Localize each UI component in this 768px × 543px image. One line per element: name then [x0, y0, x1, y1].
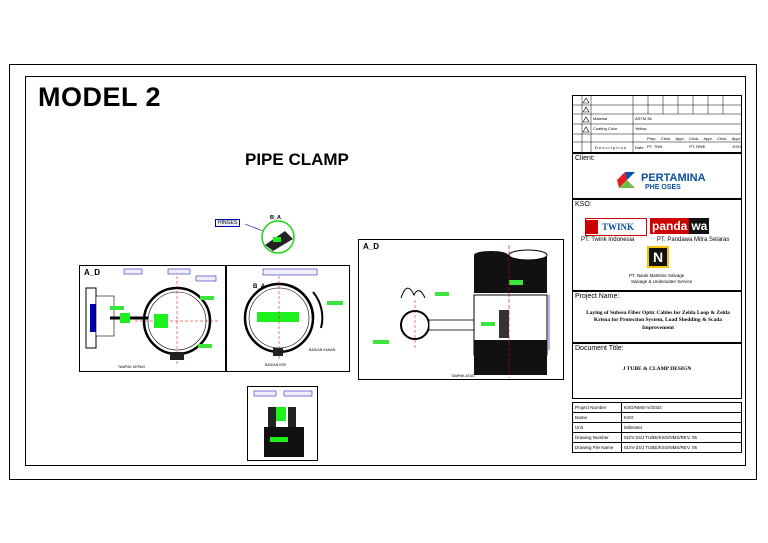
client-block: Client: PERTAMINA PHE OSES [572, 153, 742, 199]
tampak-atas-label: TAMPAK ATAS [451, 374, 475, 378]
view-ad-right: A_D TAMPAK ATAS [358, 239, 564, 380]
view-ad-left: A_D TAMPAK DEPAN [79, 265, 226, 372]
drawing-outer-frame [9, 64, 757, 480]
clamp-front-drawing [85, 268, 220, 366]
revision-block: Material ASTM 36 Coating Color Yellow D … [572, 95, 742, 153]
approval-group-2: PT. RWE [689, 144, 706, 149]
kso-heading: KSO: [575, 201, 592, 208]
info-value: 01/IV-24/J TUBE/KSO/NMS/REV. 05 [621, 442, 742, 453]
info-label: Drawing File Name [572, 442, 622, 453]
bagian-kiri-label: BAGIAN KIRI [265, 363, 287, 367]
pandawa-logo-text-b: wa [689, 218, 710, 234]
project-text: Laying of Subsea Fiber Optic Cables for … [586, 310, 730, 331]
client-name: PERTAMINA [641, 172, 706, 184]
approval-prep: Prep. [647, 136, 657, 141]
view-ba-mid: B_A BAGIAN KANAN BAGIAN KIRI [226, 265, 350, 372]
info-label: Project Number [572, 402, 622, 413]
info-value: Milimeter [621, 422, 742, 433]
material-label: Material [593, 116, 608, 121]
kso-block: KSO: TWINK panda wa PT. Twink Indonesia … [572, 199, 742, 291]
client-sub: PHE OSES [645, 184, 681, 191]
tampak-depan-label: TAMPAK DEPAN [118, 365, 145, 369]
info-label: Unit [572, 422, 622, 433]
kso-company-3-line2: Salvage & Underwater Service [631, 279, 693, 284]
table-row: Drawing File Name 01/IV-24/J TUBE/KSO/NM… [572, 442, 742, 453]
twink-mark-icon [586, 220, 598, 234]
info-label: Name [572, 412, 622, 423]
nauki-logo-icon: N [647, 246, 669, 268]
table-row: Project Number KSO/NMS-IV/2024 [572, 402, 742, 413]
info-value: 01/IV-24/J TUBE/KSO/NMS/REV. 05 [621, 432, 742, 443]
ba-top-label: B_A [270, 215, 282, 221]
approval-chck-3: Chck. [717, 136, 728, 141]
approval-chck-2: Chck. [688, 136, 700, 141]
bagian-kanan-label: BAGIAN KANAN [309, 348, 336, 352]
document-heading: Document Title: [575, 345, 624, 352]
drawing-inner-frame [25, 76, 746, 466]
pandawa-logo-text-a: panda [650, 218, 690, 234]
kso-company-3-line1: PT. Nauki Maritime Salvage [629, 273, 685, 278]
jtube-clamp-drawing [373, 245, 550, 378]
view-bottom-detail [247, 386, 318, 461]
drawing-title: PIPE CLAMP [245, 150, 349, 169]
approval-appr-2: Appr. [703, 136, 713, 141]
clamp-side-drawing [243, 268, 343, 361]
info-table: Project Number KSO/NMS-IV/2024 Name KSO … [572, 402, 742, 453]
hinge-detail: HINGES B_A [215, 215, 305, 267]
approval-row: Prep. Chck. Appr. Chck. Appr. Chck. Appr… [647, 136, 741, 141]
bottom-detail-drawing [253, 390, 313, 457]
info-value: KSO/NMS-IV/2024 [621, 402, 742, 413]
hinge-detail-drawing [244, 220, 295, 254]
document-block: Document Title: J TUBE & CLAMP DESIGN [572, 343, 742, 399]
info-table-block: Project Number KSO/NMS-IV/2024 Name KSO … [572, 402, 742, 460]
coating-value: Yellow [635, 126, 647, 131]
kso-company-1: PT. Twink Indonesia [581, 237, 635, 243]
material-value: ASTM 36 [635, 116, 652, 121]
description-label: D e s c r i p t i o n [595, 145, 627, 150]
twink-logo: TWINK [585, 218, 647, 236]
coating-label: Coating Color [593, 126, 618, 131]
table-row: Unit Milimeter [572, 422, 742, 433]
approval-group-3: KSO [732, 144, 741, 149]
ba-mid-label: B_A [253, 284, 266, 290]
table-row: Drawing Number 01/IV-24/J TUBE/KSO/NMS/R… [572, 432, 742, 443]
project-block: Project Name: Laying of Subsea Fiber Opt… [572, 291, 742, 343]
ad-left-label: A_D [84, 268, 101, 277]
approval-chck-1: Chck. [660, 136, 672, 141]
pandawa-logo: panda wa [650, 218, 710, 234]
approval-appr-1: Appr. [675, 136, 685, 141]
model-label: MODEL 2 [38, 82, 162, 112]
kso-company-2: PT. Pandawa Mitra Selaras [657, 237, 730, 243]
info-label: Drawing Number [572, 432, 622, 443]
approval-group-1: PT. TIWI [647, 144, 663, 149]
twink-logo-text: TWINK [602, 222, 635, 232]
document-text: J TUBE & CLAMP DESIGN [622, 366, 692, 372]
hinge-label: HINGES [215, 219, 241, 227]
approval-appr-3: Appr. [731, 136, 741, 141]
table-row: Name KSO [572, 412, 742, 423]
date-label: Date [635, 145, 644, 150]
pertamina-logo-icon [617, 172, 635, 188]
approval-groups: PT. TIWI PT. RWE KSO [647, 144, 741, 149]
project-heading: Project Name: [575, 293, 620, 300]
ad-right-label: A_D [363, 242, 380, 251]
client-heading: Client: [575, 155, 595, 162]
info-value: KSO [621, 412, 742, 423]
revision-grid [573, 96, 741, 152]
